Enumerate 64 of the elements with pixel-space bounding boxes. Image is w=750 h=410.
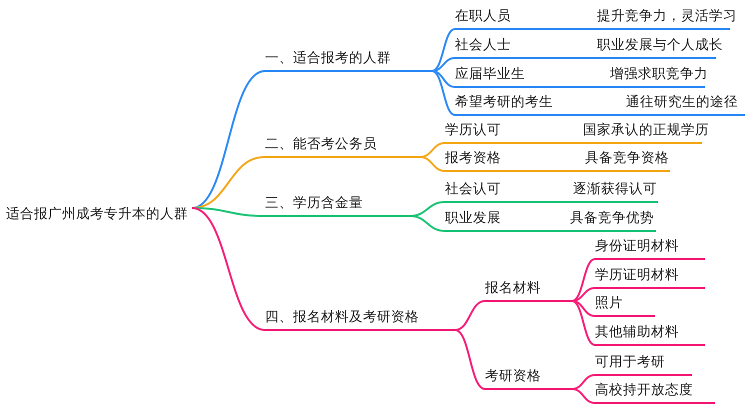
topic-label: 报考资格 <box>445 149 501 167</box>
branch-underline <box>485 366 572 390</box>
topic-label: 身份证明材料 <box>595 237 679 255</box>
topic-label: 在职人员 <box>455 7 511 25</box>
branch-underline <box>595 265 705 289</box>
detail-label: 提升竞争力，灵活学习 <box>597 7 737 25</box>
topic-label: 应届毕业生 <box>455 65 525 83</box>
branch-underline <box>595 380 715 404</box>
branch-connector <box>432 70 456 116</box>
branch-underline <box>455 92 745 116</box>
branch-connector <box>432 28 456 72</box>
topic-label: 一、适合报考的人群 <box>265 49 391 67</box>
branch-connector <box>572 258 596 302</box>
branch-underline <box>595 352 692 376</box>
topic-label: 其他辅助材料 <box>595 323 679 341</box>
branch-connector <box>432 57 456 72</box>
branch-underline <box>445 179 658 203</box>
branch-connector <box>572 300 596 346</box>
branch-connector <box>572 300 596 317</box>
branch-connector <box>192 70 266 209</box>
topic-label: 学历证明材料 <box>595 266 679 284</box>
branch-underline <box>485 278 572 302</box>
branch-underline <box>265 193 410 217</box>
branch-connector <box>420 142 446 158</box>
branch-connector <box>454 329 486 390</box>
topic-label: 四、报名材料及考研资格 <box>265 308 419 326</box>
branch-underline <box>595 322 705 346</box>
detail-label: 具备竞争优势 <box>570 209 654 227</box>
topic-label: 希望考研的考生 <box>455 93 553 111</box>
topic-label: 适合报广州成考专升本的人群 <box>6 205 188 223</box>
detail-label: 职业发展与个人成长 <box>597 36 723 54</box>
topic-label: 职业发展 <box>445 209 501 227</box>
topic-label: 学历认可 <box>445 121 501 139</box>
topic-label: 可用于考研 <box>595 353 665 371</box>
branch-underline <box>595 293 655 317</box>
branch-underline <box>445 208 656 232</box>
branch-connector <box>420 156 446 172</box>
detail-label: 通往研究生的途径 <box>626 93 738 111</box>
topic-label: 三、学历含金量 <box>265 194 363 212</box>
branch-connector <box>572 374 596 390</box>
branch-connector <box>192 207 266 217</box>
branch-underline <box>595 236 705 260</box>
branch-connector <box>572 287 596 302</box>
topic-label: 社会人士 <box>455 36 511 54</box>
branch-connector <box>192 207 266 331</box>
branch-connector <box>432 70 456 88</box>
branch-underline <box>265 134 420 158</box>
branch-underline <box>265 48 432 72</box>
detail-label: 增强求职竞争力 <box>610 65 708 83</box>
branch-underline <box>265 307 455 331</box>
topic-label: 照片 <box>595 294 623 312</box>
branch-connector <box>410 215 446 232</box>
detail-label: 具备竞争资格 <box>585 149 669 167</box>
topic-label: 二、能否考公务员 <box>265 135 377 153</box>
topic-label: 社会认可 <box>445 180 501 198</box>
branch-underline <box>445 148 670 172</box>
branch-connector <box>572 388 596 404</box>
detail-label: 逐渐获得认可 <box>573 180 657 198</box>
detail-label: 国家承认的正规学历 <box>583 121 709 139</box>
branch-connector <box>454 300 486 331</box>
branch-underline <box>455 64 705 88</box>
topic-label: 高校持开放态度 <box>595 381 693 399</box>
topic-label: 报名材料 <box>485 279 541 297</box>
topic-label: 考研资格 <box>485 367 541 385</box>
